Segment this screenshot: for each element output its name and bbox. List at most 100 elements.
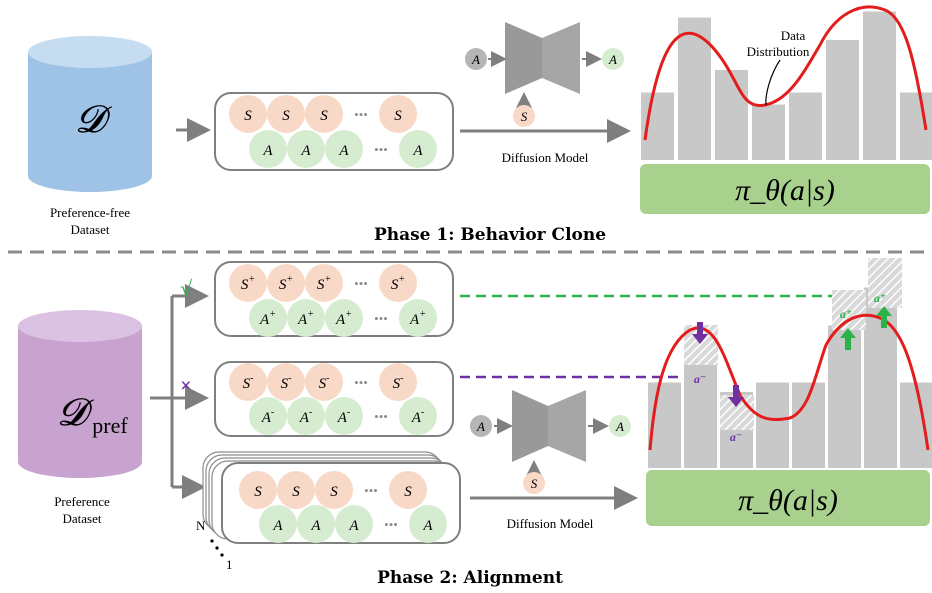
ellipsis: ••• [354, 375, 368, 390]
positive-sample-circles: S+S+S+S+•••A+A+A+A+••• [229, 264, 437, 337]
svg-text:A: A [476, 419, 485, 434]
bar-4 [756, 382, 789, 468]
a-minus-label-2: a⁻ [730, 430, 742, 444]
dataset-subscript-2: pref [92, 413, 128, 438]
action-circle [287, 130, 325, 168]
decrease-arrows [692, 322, 744, 407]
dataset-cylinder-2: 𝓓 pref [18, 310, 142, 478]
svg-text:A: A [608, 52, 617, 67]
action-symbol: A [262, 143, 273, 159]
diffusion-model-1: A A S [465, 22, 624, 127]
annotation-pointer [765, 59, 781, 106]
negative-sample-circles: S-S-S-S-•••A-A-A-A-••• [229, 363, 437, 435]
action-circle [409, 505, 447, 543]
noise-circle-1 [465, 48, 487, 70]
bar-7 [863, 11, 896, 160]
a-plus-label-2: a⁺ [874, 291, 886, 305]
input-state-circle-1 [513, 105, 535, 127]
a-minus-label-1: a⁻ [694, 372, 706, 386]
state-symbol: S [244, 108, 252, 124]
state-symbol: S [394, 108, 402, 124]
phase1-title: Phase 1: Behavior Clone [374, 225, 606, 245]
action-circle [297, 505, 335, 543]
ellipsis: ••• [384, 517, 398, 532]
action-symbol: A [348, 518, 359, 534]
state-symbol: S [282, 108, 290, 124]
state-minus-circle [305, 363, 343, 401]
dataset-cylinder-1: 𝓓 [28, 36, 152, 192]
state-plus-circle [305, 264, 343, 302]
model-label-1: Diffusion Model [502, 150, 589, 165]
state-minus-circle [267, 363, 305, 401]
state-minus-symbol: S- [281, 373, 292, 392]
policy-label-2: π_θ(a|s) [738, 484, 838, 517]
bar-8 [900, 92, 932, 160]
ellipsis: ••• [374, 311, 388, 326]
action-symbol: A [338, 143, 349, 159]
accept-mark: √ [180, 276, 193, 301]
increase-arrows [840, 306, 892, 350]
reject-mark: × [180, 375, 191, 397]
state-symbol: S [330, 484, 338, 500]
bar-4 [752, 104, 785, 160]
ellipsis: ••• [374, 409, 388, 424]
stack-label-1: 1 [226, 557, 233, 572]
state-circle [305, 95, 343, 133]
state-minus-symbol: S- [243, 373, 254, 392]
state-circle [315, 471, 353, 509]
model-label-2: Diffusion Model [507, 516, 594, 531]
noise-circle-2 [470, 415, 492, 437]
action-circle [399, 130, 437, 168]
action-circle [249, 130, 287, 168]
action-minus-circle [325, 397, 363, 435]
policy-box-2 [646, 470, 930, 526]
svg-text:S: S [521, 109, 528, 124]
state-circle [267, 95, 305, 133]
state-minus-symbol: S- [319, 373, 330, 392]
state-symbol: S [254, 484, 262, 500]
dataset-label-2a: Preference [54, 494, 110, 509]
ellipsis: ••• [374, 142, 388, 157]
distribution-bars-1 [641, 11, 932, 160]
action-circle [335, 505, 373, 543]
annotation-data: Data [781, 28, 806, 43]
action-symbol: A [422, 518, 433, 534]
state-circle [277, 471, 315, 509]
output-action-circle-2 [609, 415, 631, 437]
hatched-bar-tops [684, 258, 902, 430]
state-plus-circle [267, 264, 305, 302]
state-symbol: S [404, 484, 412, 500]
svg-text:A: A [471, 52, 480, 67]
dataset-label-2b: Dataset [63, 511, 102, 526]
state-plus-circle [229, 264, 267, 302]
bar-5 [789, 92, 822, 160]
action-plus-circle [249, 299, 287, 337]
stack-label-n: N [196, 518, 206, 533]
state-plus-circle [379, 264, 417, 302]
branch-arrows [150, 284, 209, 499]
diffusion-model-2: A A S [470, 390, 631, 494]
dataset-label-1a: Preference-free [50, 205, 130, 220]
action-minus-symbol: A- [411, 407, 425, 426]
bar-6 [828, 325, 861, 468]
input-state-circle-2 [523, 472, 545, 494]
bar-8 [900, 382, 932, 468]
ellipsis: ••• [354, 276, 368, 291]
bar-2 [678, 17, 711, 160]
state-circle [389, 471, 427, 509]
action-minus-symbol: A- [299, 407, 313, 426]
svg-text:S: S [531, 476, 538, 491]
output-action-circle-1 [602, 48, 624, 70]
ellipsis: ••• [364, 483, 378, 498]
action-symbol: A [310, 518, 321, 534]
action-minus-circle [399, 397, 437, 435]
action-symbol: A [300, 143, 311, 159]
ellipsis: ••• [354, 107, 368, 122]
state-symbol: S [320, 108, 328, 124]
action-circle [325, 130, 363, 168]
action-symbol: A [272, 518, 283, 534]
state-circle [239, 471, 277, 509]
phase2-group: 𝓓 pref Preference Dataset √ × S+S+S+S+••… [18, 258, 932, 588]
